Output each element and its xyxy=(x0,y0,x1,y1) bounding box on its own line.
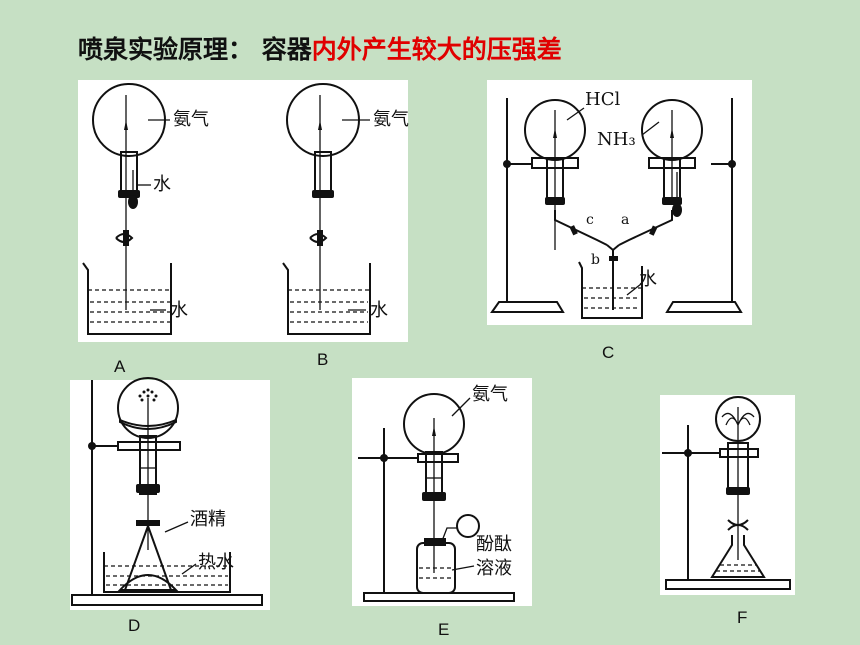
diagram-c: HCl NH₃ c a b 水 xyxy=(490,89,743,319)
diagram-d: 酒精 热水 xyxy=(71,377,263,606)
figure-panel-e: 氨气 酚酞 溶液 xyxy=(352,378,532,606)
caption-d: D xyxy=(128,616,141,635)
label-e-bottle-line2: 溶液 xyxy=(476,558,512,579)
label-e-bottle-line1: 酚酞 xyxy=(476,534,512,555)
caption-b: B xyxy=(317,350,329,369)
diagram-e: 氨气 酚酞 溶液 xyxy=(358,384,515,602)
apparatus-d: 酒精 热水 xyxy=(71,377,263,606)
label-c-right-flask: NH₃ xyxy=(597,129,636,150)
slide-title: 喷泉实验原理： 容器内外产生较大的压强差 xyxy=(78,30,562,66)
label-c-clamp-c: c xyxy=(586,212,594,228)
caption-e: E xyxy=(438,620,450,639)
apparatus-a: 氨气 水 水 xyxy=(82,83,209,335)
label-a-flask: 氨气 xyxy=(173,109,209,130)
diagram-f xyxy=(662,396,791,590)
label-b-beaker: 水 xyxy=(370,300,388,321)
fountain-spray-d xyxy=(138,388,158,402)
figure-panel-c: HCl NH₃ c a b 水 xyxy=(487,80,752,325)
title-highlight: 内外产生较大的压强差 xyxy=(311,35,562,64)
label-c-clamp-a: a xyxy=(621,212,629,228)
apparatus-f xyxy=(662,396,791,590)
apparatus-e: 氨气 酚酞 溶液 xyxy=(358,384,515,602)
label-d-lamp: 酒精 xyxy=(190,509,226,530)
apparatus-b: 氨气 水 xyxy=(282,83,409,335)
label-c-clamp-b: b xyxy=(591,252,600,268)
figure-panel-f xyxy=(660,395,795,595)
caption-f: F xyxy=(737,608,748,627)
figure-panel-ab: 氨气 水 水 氨气 水 xyxy=(78,80,409,342)
label-d-bath: 热水 xyxy=(198,552,234,573)
label-b-flask: 氨气 xyxy=(373,109,409,130)
apparatus-c: HCl NH₃ c a b 水 xyxy=(490,89,743,319)
label-a-dropper: 水 xyxy=(153,174,171,195)
title-prefix: 喷泉实验原理： 容器 xyxy=(78,35,312,64)
label-c-beaker: 水 xyxy=(639,269,657,290)
label-c-left-flask: HCl xyxy=(585,89,620,110)
caption-c: C xyxy=(602,343,615,362)
label-e-flask: 氨气 xyxy=(472,384,508,405)
label-a-beaker: 水 xyxy=(170,300,188,321)
figure-panel-d: 酒精 热水 xyxy=(70,377,270,610)
caption-a: A xyxy=(114,357,126,376)
diagram-ab: 氨气 水 水 氨气 水 xyxy=(82,83,409,335)
